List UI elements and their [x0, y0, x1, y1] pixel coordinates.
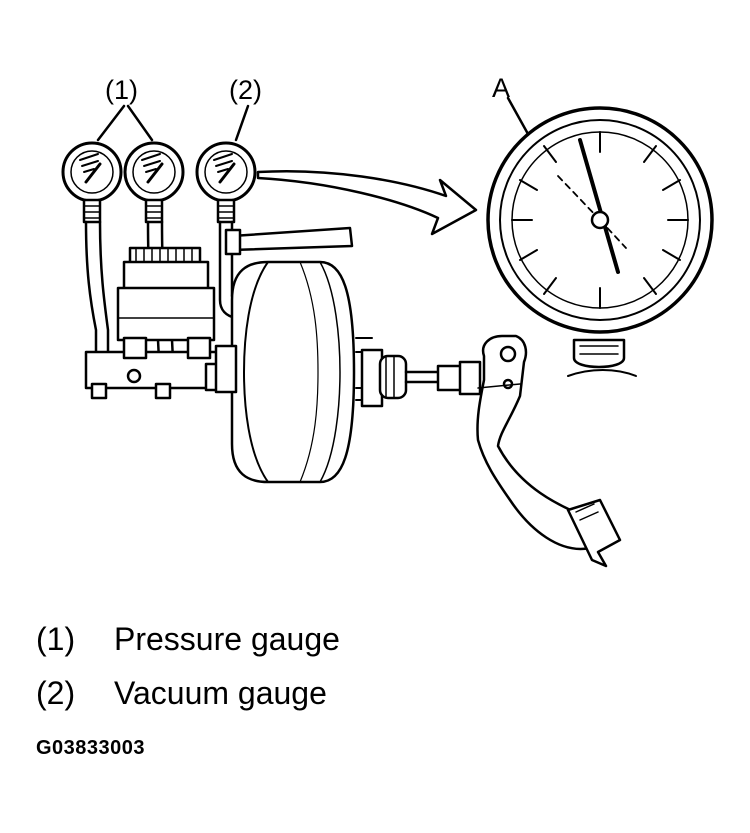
figure-code: G03833003 — [36, 737, 146, 759]
legend-key-1: (1) — [36, 621, 76, 657]
callout-a: A — [492, 73, 511, 103]
legend-text-2: Vacuum gauge — [114, 675, 327, 711]
callout-1: (1) — [105, 75, 138, 105]
vacuum-gauge-small — [195, 141, 257, 224]
enlarge-arrow — [256, 169, 478, 236]
pressure-gauge-right — [123, 141, 185, 224]
legend-row-1: (1) Pressure gauge — [36, 623, 340, 655]
enlarged-gauge-a — [486, 106, 714, 377]
brake-booster-test-diagram: (1) (2) A — [61, 73, 714, 568]
legend-row-2: (2) Vacuum gauge — [36, 677, 327, 709]
vacuum-hose — [218, 220, 354, 320]
pressure-hose-left — [84, 220, 110, 374]
brake-booster — [214, 260, 377, 484]
callout-2: (2) — [229, 75, 262, 105]
pressure-gauge-left — [61, 141, 123, 224]
push-rod — [360, 348, 482, 408]
callout-leaders — [96, 96, 530, 142]
brake-pedal — [476, 334, 622, 568]
legend-text-1: Pressure gauge — [114, 621, 340, 657]
legend-key-2: (2) — [36, 675, 76, 711]
